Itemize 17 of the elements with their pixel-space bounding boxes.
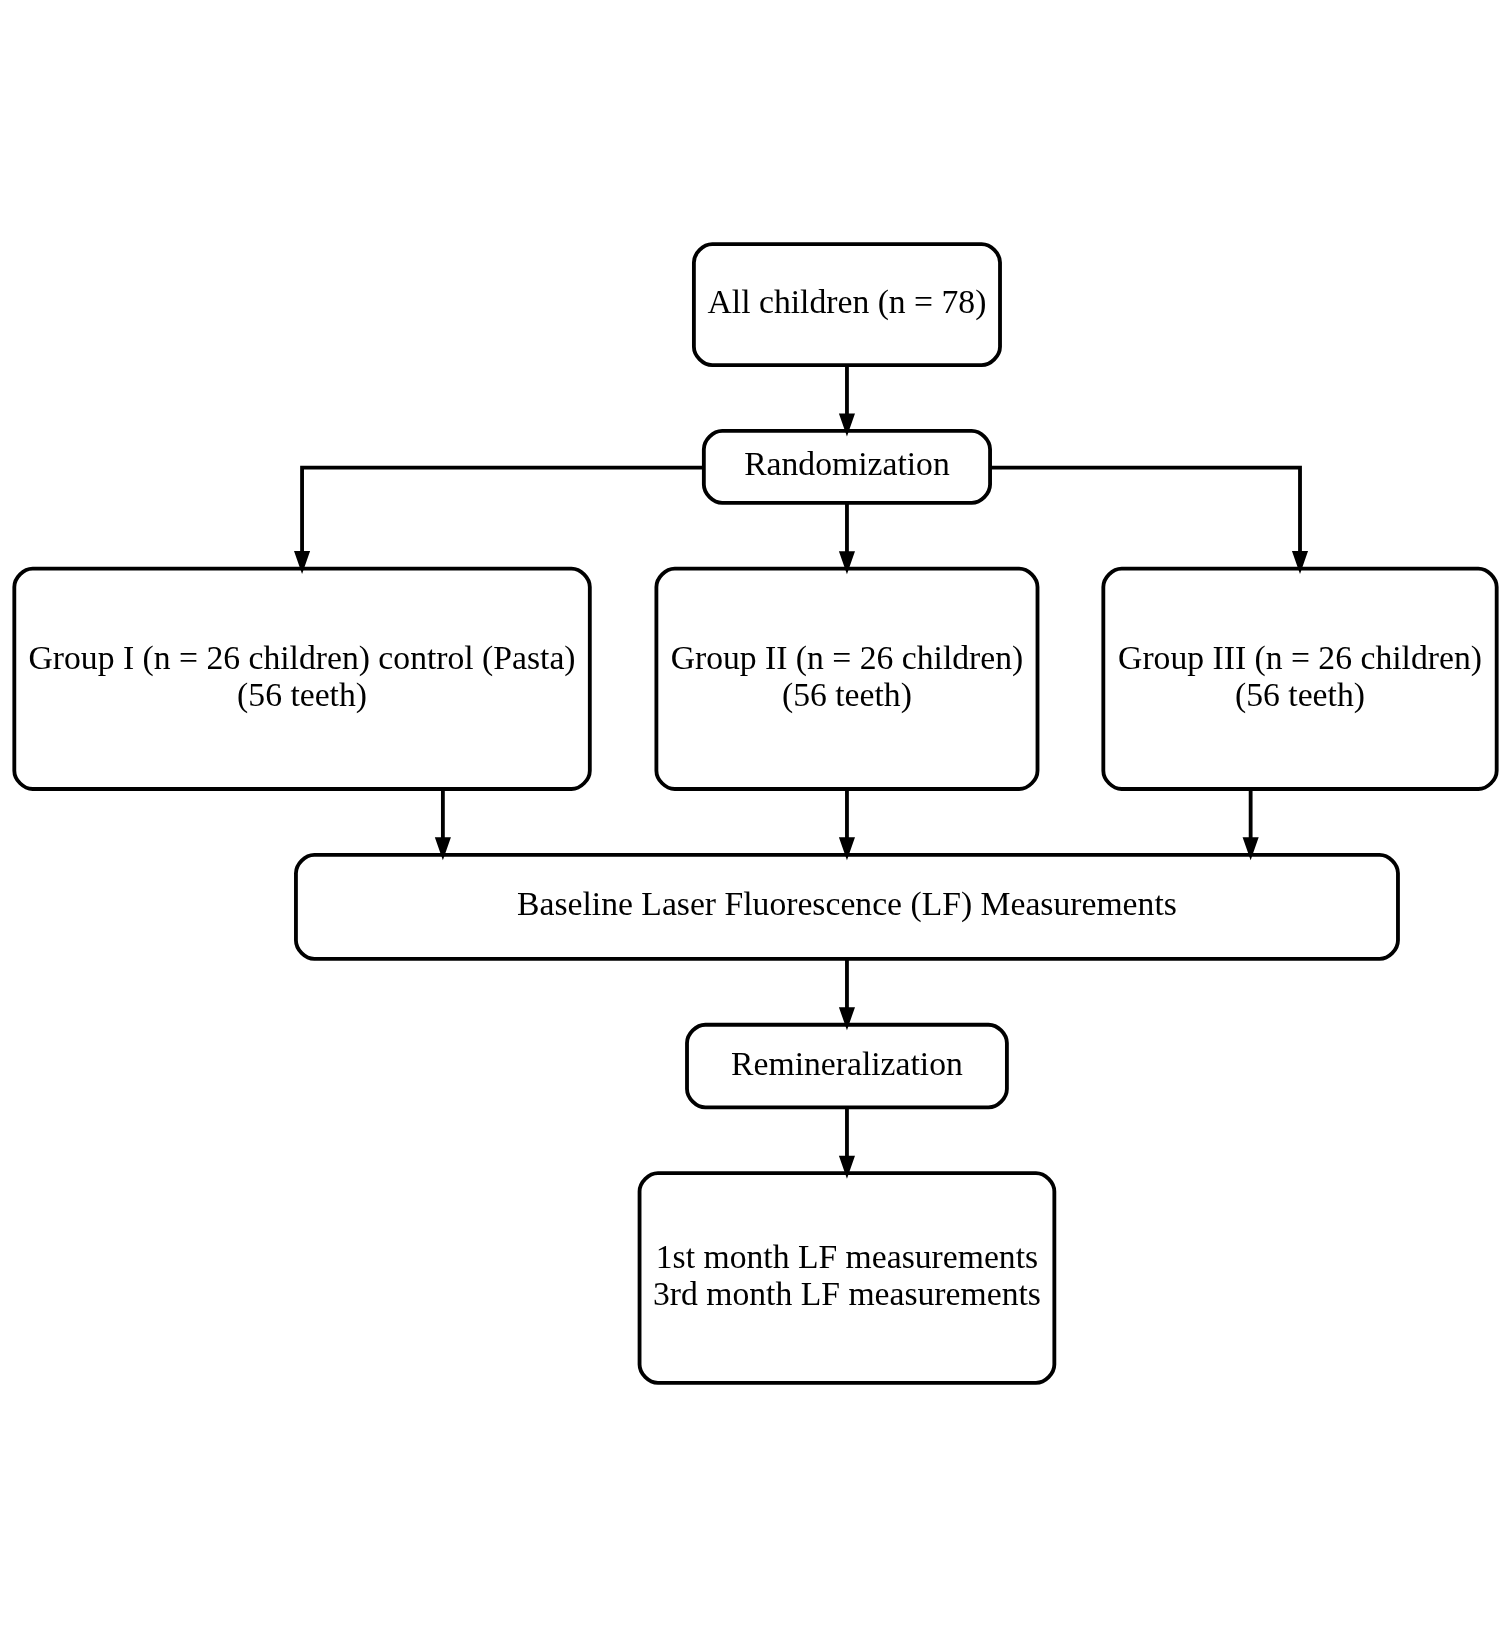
node-box: Group II (n = 26 children) (56 teeth) xyxy=(654,566,1040,791)
node-box: Group III (n = 26 children) (56 teeth) xyxy=(1101,566,1499,791)
node-box: Remineralization xyxy=(685,1022,1009,1109)
arrow xyxy=(294,465,704,574)
arrow xyxy=(990,465,1309,574)
node-box: Randomization xyxy=(701,428,992,505)
arrow xyxy=(838,958,855,1030)
arrow xyxy=(838,789,855,860)
arrow xyxy=(838,502,855,574)
node-box: Baseline Laser Fluorescence (LF) Measurements xyxy=(294,852,1400,961)
arrow xyxy=(838,1106,855,1179)
node-box: All children (n = 78) xyxy=(691,241,1002,367)
arrow xyxy=(838,364,855,436)
node-box: 1st month LF measurements 3rd month LF measurements xyxy=(637,1170,1057,1385)
arrow xyxy=(1242,789,1259,860)
arrow xyxy=(434,789,451,860)
node-box: Group I (n = 26 children) control (Pasta) (56 teeth) xyxy=(12,566,592,791)
